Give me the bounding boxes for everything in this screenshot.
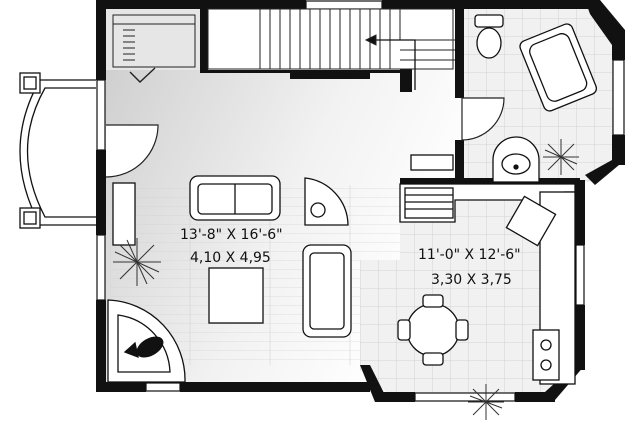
window-left-lower	[96, 234, 106, 301]
window-bottom-left	[145, 382, 181, 392]
stairs	[207, 8, 455, 90]
sink-kitchen	[505, 195, 557, 247]
plant-icons	[113, 139, 579, 420]
entry-door	[105, 124, 159, 178]
window-kitchen-right	[575, 244, 585, 306]
living-room-dim-metric: 4,10 X 4,95	[190, 250, 271, 266]
toilet-bowl	[476, 27, 502, 59]
toilet-tank	[474, 14, 504, 28]
living-furniture	[107, 154, 454, 383]
living-room-dim-imperial: 13'-8" X 16'-6"	[180, 227, 283, 243]
exterior-walls	[96, 0, 625, 402]
coffee-table	[208, 267, 264, 324]
side-cabinet	[112, 182, 136, 246]
window-left-upper	[96, 79, 106, 151]
room-labels: 13'-8" X 16'-6" 4,10 X 4,95 11'-0" X 12'…	[180, 227, 521, 288]
doors	[105, 72, 505, 178]
bath-door	[461, 97, 505, 141]
range	[532, 329, 560, 381]
closet	[112, 14, 196, 83]
kitchen-dim-metric: 3,30 X 3,75	[431, 272, 512, 288]
bay-window	[19, 72, 96, 229]
window-bath-right	[612, 59, 625, 136]
window-top	[305, 0, 383, 10]
kitchen-dim-imperial: 11'-0" X 12'-6"	[418, 247, 521, 263]
windows	[96, 0, 625, 402]
bathroom-fixtures	[474, 14, 598, 183]
kitchen-fixtures	[397, 183, 576, 385]
window-bottom-bay	[414, 392, 516, 402]
plant-icon	[543, 139, 579, 175]
plant-icon	[113, 238, 161, 286]
dining-table	[406, 303, 460, 357]
plant-icon	[468, 384, 504, 420]
closet-floor	[103, 8, 200, 70]
counter-living	[410, 154, 454, 171]
stair-direction-arrow	[370, 39, 416, 90]
